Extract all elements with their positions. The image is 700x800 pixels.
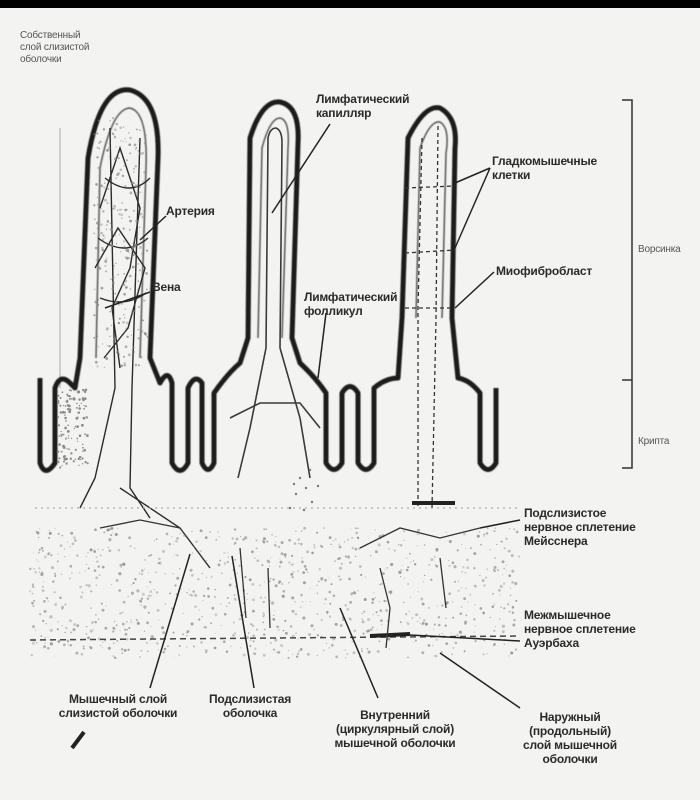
label-inner-muscle-layer: Внутренний (циркулярный слой) мышечной о… xyxy=(325,708,465,750)
label-artery: Артерия xyxy=(166,204,215,218)
label-meissner-plexus: Подслизистое нервное сплетение Мейсснера xyxy=(524,506,636,548)
label-crypt: Крипта xyxy=(638,436,669,448)
label-lamina-propria: Собственный слой слизистой оболочки xyxy=(20,30,89,66)
muscularis-pointer-mark xyxy=(72,732,84,748)
label-outer-muscle-layer: Наружный (продольный) слой мышечной обол… xyxy=(510,710,630,766)
label-smooth-muscle: Гладкомышечные клетки xyxy=(492,154,597,182)
label-myofibroblast: Миофибробласт xyxy=(496,264,592,278)
label-villus: Ворсинка xyxy=(638,244,680,256)
label-lymph-capillary: Лимфатический капилляр xyxy=(316,92,409,120)
smooth-muscle-fibers xyxy=(405,126,455,508)
label-auerbach-plexus: Межмышечное нервное сплетение Ауэрбаха xyxy=(524,608,636,650)
label-lymph-follicle: Лимфатический фолликул xyxy=(304,290,397,318)
label-submucosa: Подслизистая оболочка xyxy=(205,692,295,720)
auerbach-plexus xyxy=(370,634,410,636)
label-vein: Вена xyxy=(152,280,180,294)
intestinal-villi-diagram xyxy=(0,8,700,800)
lymph-follicle-stipple xyxy=(289,469,319,511)
villus-crypt-bracket xyxy=(622,100,632,468)
label-muscularis-mucosae: Мышечный слой слизистой оболочки xyxy=(52,692,184,720)
diagram-sheet: Собственный слой слизистой оболочки Арте… xyxy=(0,8,700,800)
